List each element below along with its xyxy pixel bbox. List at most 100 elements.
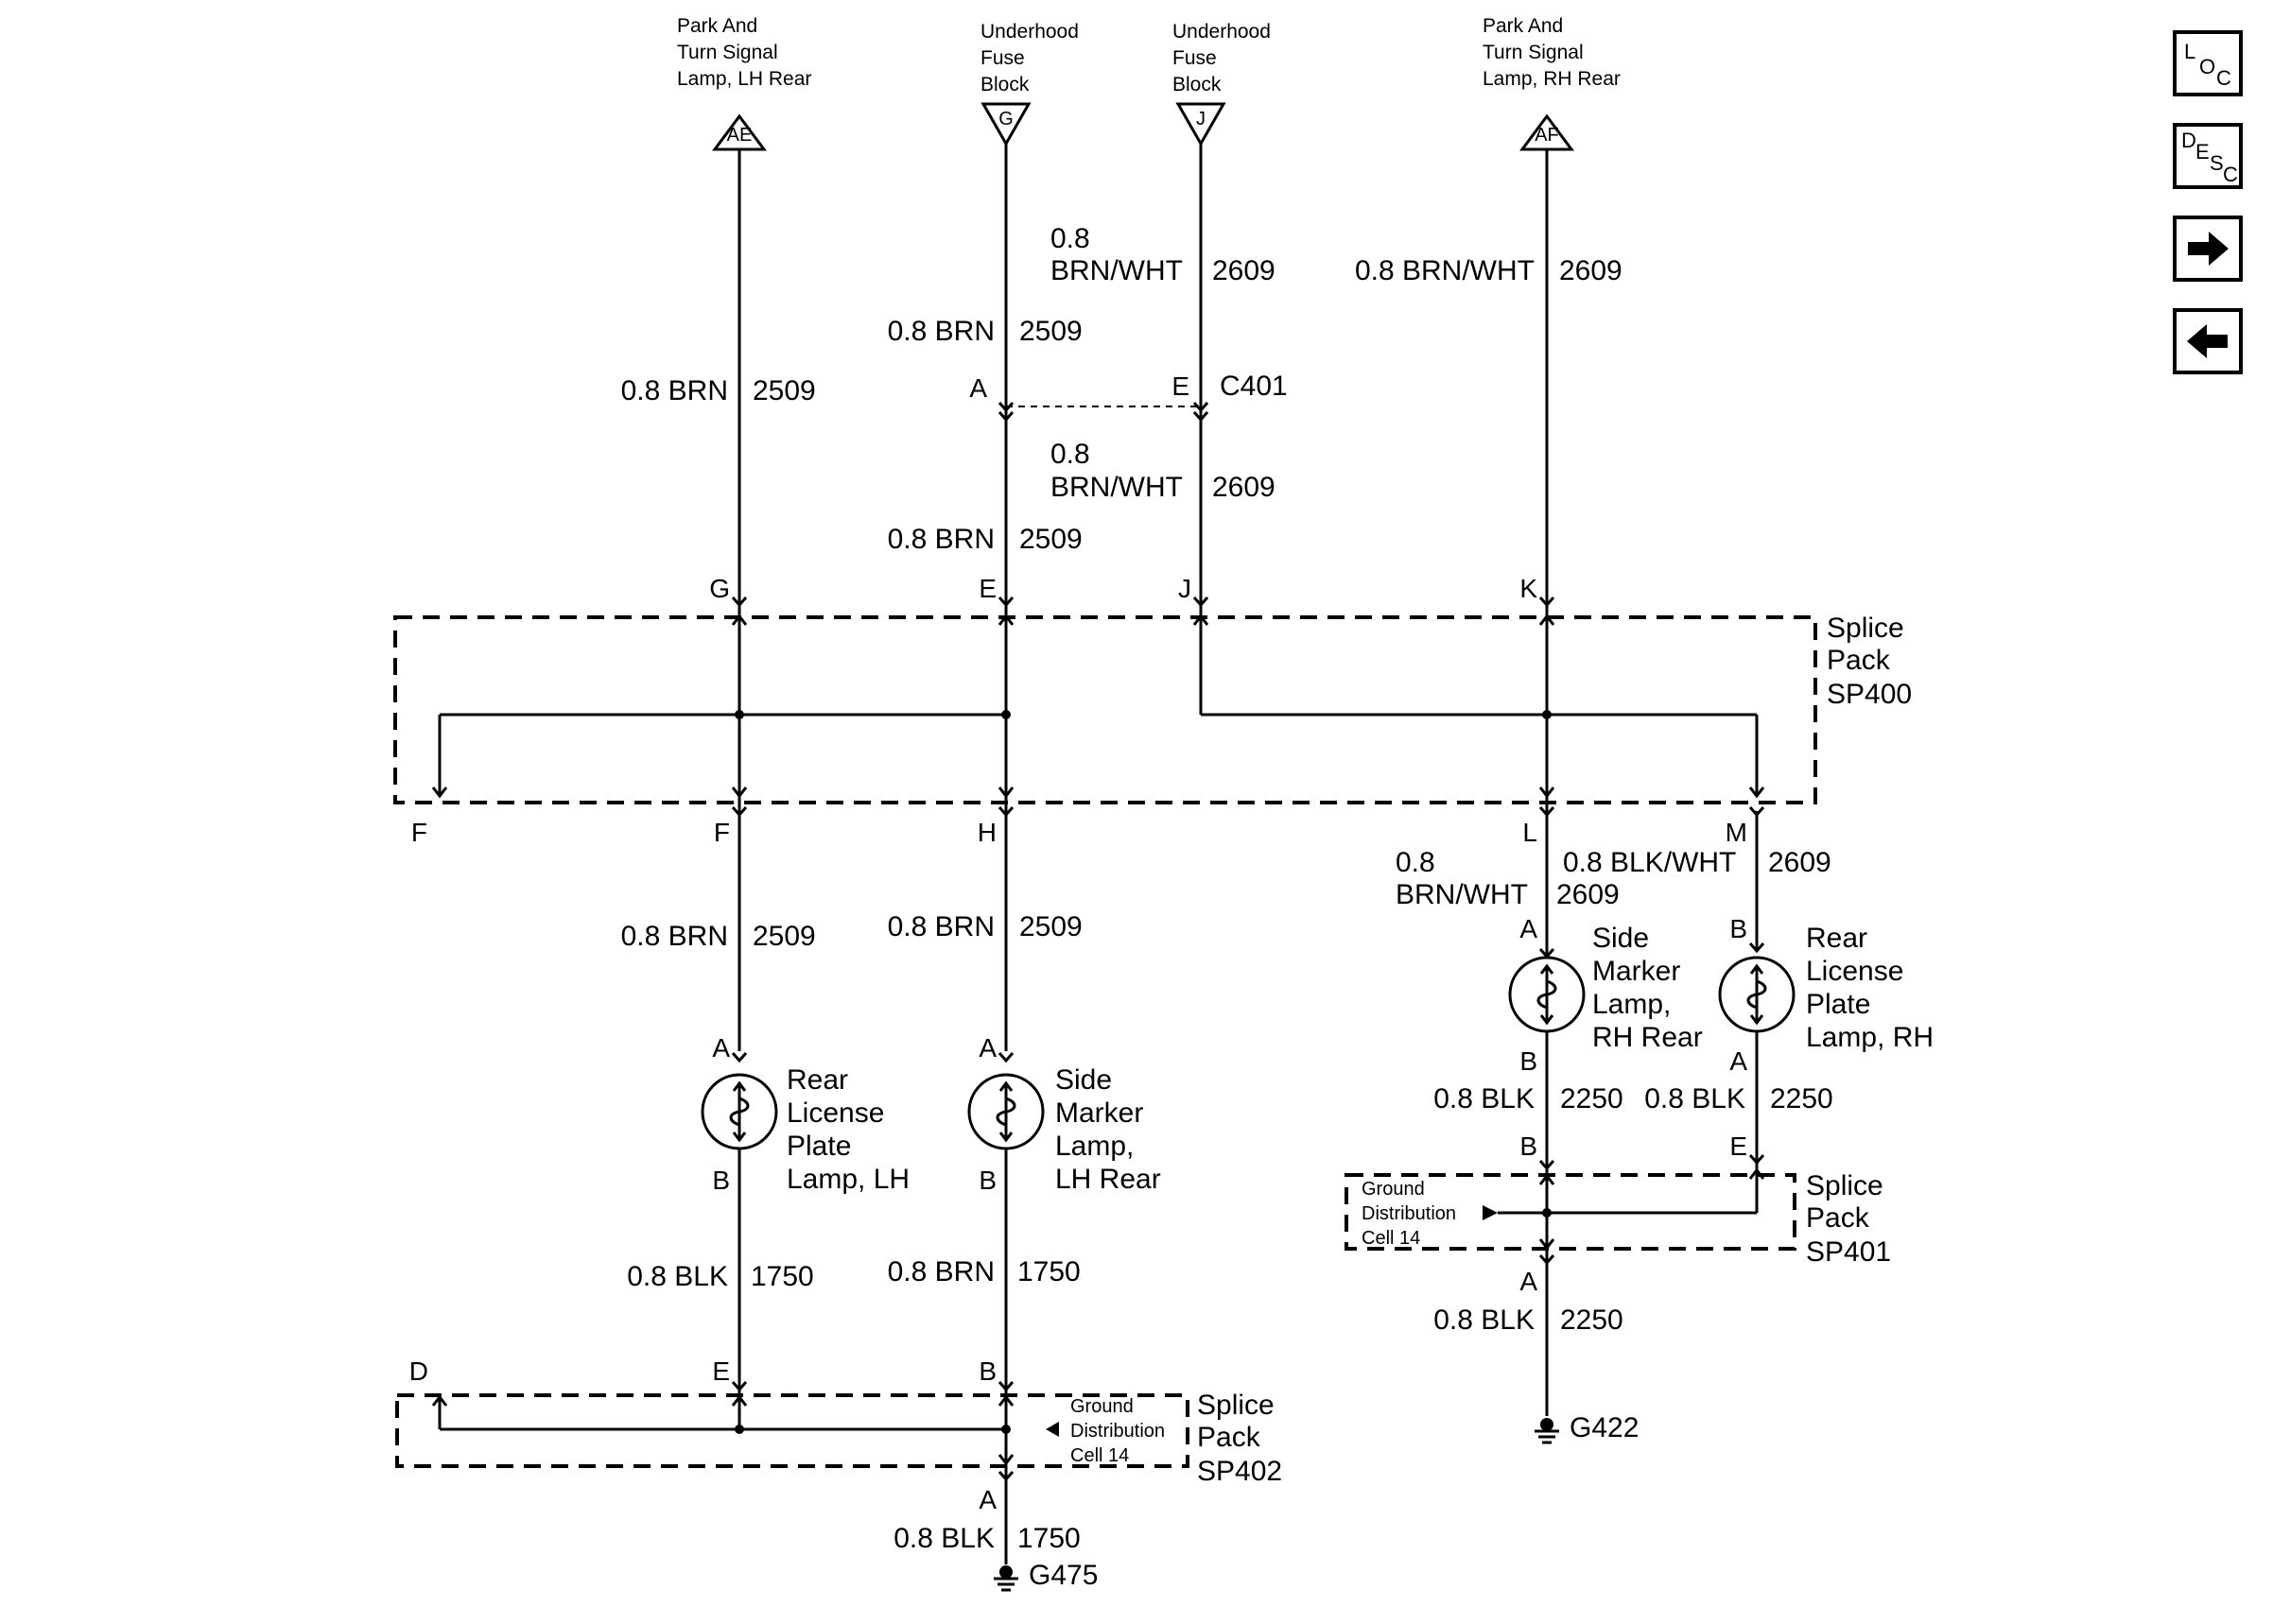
wire-j-top-gauge: 0.8: [1050, 223, 1090, 254]
terminal-j-letter: J: [1196, 109, 1206, 130]
wire-rh-plate-ground-circuit: 2250: [1770, 1083, 1833, 1114]
ground-symbol-g422: [1533, 1416, 1561, 1444]
lamp-rh-plate-pin-b: B: [1729, 914, 1747, 943]
wire-rh-marker-gauge: 0.8: [1396, 847, 1435, 878]
sp400-pin-g: G: [709, 574, 730, 603]
lamp-lh-marker-label-4: LH Rear: [1055, 1164, 1161, 1195]
lamp-side-marker-rh: [1508, 956, 1586, 1033]
lamp-rh-marker-label-4: RH Rear: [1592, 1022, 1703, 1053]
sp400-pin-m: M: [1726, 818, 1747, 847]
sp400-pin-e: E: [979, 574, 997, 603]
lamp-rh-plate-label-3: Plate: [1806, 989, 1870, 1020]
c401-pin-a: A: [969, 373, 987, 403]
wire-j-top-color: BRN/WHT: [1050, 255, 1183, 286]
lamp-rh-marker-pin-a: A: [1519, 914, 1537, 943]
terminal-triangle-j: J: [1175, 102, 1226, 147]
lamp-rear-license-rh: [1718, 956, 1796, 1033]
source-af-line2: Turn Signal: [1483, 42, 1584, 63]
sp401-label-line1: Splice: [1806, 1170, 1883, 1201]
lamp-lh-marker-pin-a: A: [979, 1033, 997, 1063]
loc-letter-l: L: [2184, 40, 2196, 63]
lamp-rear-license-lh: [701, 1073, 778, 1150]
wire-g-mid-color: 0.8 BRN: [888, 524, 995, 555]
ground-g475-label: G475: [1029, 1560, 1098, 1591]
terminal-triangle-g: G: [980, 102, 1032, 147]
wire-g422-color: 0.8 BLK: [1433, 1304, 1535, 1336]
lamp-rh-plate-label-2: License: [1806, 956, 1903, 987]
source-g-line2: Fuse: [980, 47, 1025, 69]
lamp-rh-marker-label-1: Side: [1592, 923, 1649, 954]
c401-pin-e: E: [1171, 371, 1189, 401]
sp402-label-line3: SP402: [1197, 1456, 1282, 1487]
lamp-rh-marker-pin-b: B: [1519, 1046, 1537, 1076]
wire-rh-marker-ground-color: 0.8 BLK: [1433, 1083, 1535, 1114]
sp400-pin-l: L: [1522, 818, 1537, 847]
wire-g-top-circuit: 2509: [1019, 316, 1083, 347]
terminal-g-letter: G: [998, 109, 1014, 130]
wire-lh-marker-ground-circuit: 1750: [1017, 1256, 1081, 1287]
sp401-pin-a: A: [1519, 1267, 1537, 1296]
wire-labels: 0.8 BRN 2509 0.8 BRN 2509 0.8 BRN/WHT 26…: [409, 223, 1934, 1591]
lamp-rh-plate-label-1: Rear: [1806, 923, 1867, 954]
source-af-line3: Lamp, RH Rear: [1483, 68, 1621, 90]
lamp-rh-plate-pin-a: A: [1729, 1046, 1747, 1076]
sp400-pin-k: K: [1519, 574, 1537, 603]
wires: [438, 144, 1759, 1564]
terminal-triangle-af: AF: [1519, 113, 1574, 151]
wire-lh-plate-circuit: 2509: [753, 921, 816, 952]
sp400-label-line2: Pack: [1827, 645, 1891, 676]
desc-letter-e: E: [2195, 140, 2210, 164]
ground-symbol-g475: [992, 1564, 1020, 1592]
sp401-gd-line2: Distribution: [1362, 1203, 1456, 1224]
wire-lh-marker-ground-color: 0.8 BRN: [888, 1256, 995, 1287]
sp402-pin-d: D: [409, 1356, 428, 1386]
source-j-line1: Underhood: [1172, 21, 1271, 43]
back-button[interactable]: [2173, 308, 2243, 374]
junction-dots: [735, 710, 1552, 1434]
lamp-lh-marker-label-3: Lamp,: [1055, 1131, 1134, 1162]
lamp-lh-plate-label-2: License: [787, 1097, 884, 1129]
lamp-lh-marker-label-1: Side: [1055, 1064, 1112, 1096]
lamp-lh-plate-pin-b: B: [712, 1166, 730, 1195]
sp402-gd-line1: Ground: [1070, 1396, 1134, 1417]
terminal-triangle-ae: AE: [712, 113, 767, 151]
wire-lh-plate-ground-color: 0.8 BLK: [627, 1261, 728, 1292]
wire-rh-marker-ground-circuit: 2250: [1560, 1083, 1623, 1114]
description-button[interactable]: D E S C: [2173, 123, 2243, 189]
wire-rh-plate-ground-color: 0.8 BLK: [1644, 1083, 1745, 1114]
lamp-lh-marker-pin-b: B: [979, 1166, 997, 1195]
wire-j-top-circuit: 2609: [1212, 255, 1275, 286]
wire-ae-top-circuit: 2509: [753, 375, 816, 406]
wire-j-mid-color: BRN/WHT: [1050, 472, 1183, 503]
wire-af-top-circuit: 2609: [1559, 255, 1622, 286]
sp402-pin-b: B: [979, 1356, 997, 1386]
sp400-pin-h: H: [978, 818, 997, 847]
wire-rh-plate-color: 0.8 BLK/WHT: [1563, 847, 1736, 878]
forward-button[interactable]: [2173, 216, 2243, 282]
arrow-right-icon: [2188, 232, 2229, 266]
lamp-rh-marker-label-2: Marker: [1592, 956, 1680, 987]
sp401-gd-line1: Ground: [1362, 1179, 1425, 1200]
wire-lh-marker-circuit: 2509: [1019, 911, 1083, 942]
desc-letter-d: D: [2181, 129, 2196, 152]
sp400-pin-j: J: [1178, 574, 1191, 603]
location-button[interactable]: L O C: [2173, 30, 2243, 96]
source-g-line1: Underhood: [980, 21, 1079, 43]
splice-pack-sp400-box: [393, 615, 1817, 804]
arrow-left-icon: [2187, 324, 2228, 358]
sp401-pin-e: E: [1729, 1132, 1747, 1161]
source-label-underhood-fuse-g: Underhood Fuse Block: [980, 21, 1079, 95]
ground-distribution-pointer-sp402: [1046, 1422, 1059, 1437]
sp402-gd-line3: Cell 14: [1070, 1445, 1129, 1466]
source-label-park-turn-rh: Park And Turn Signal Lamp, RH Rear: [1483, 15, 1621, 90]
lamp-lh-plate-pin-a: A: [712, 1033, 730, 1063]
desc-letter-c: C: [2223, 163, 2238, 186]
sp400-pin-f-left: F: [411, 818, 427, 847]
ground-distribution-pointer-sp401: [1483, 1205, 1498, 1220]
lamp-side-marker-lh: [967, 1073, 1045, 1150]
wire-j-mid-circuit: 2609: [1212, 472, 1275, 503]
wire-lh-plate-ground-circuit: 1750: [751, 1261, 814, 1292]
lamp-rh-plate-label-4: Lamp, RH: [1806, 1022, 1934, 1053]
sp400-label-line3: SP400: [1827, 679, 1912, 710]
lamp-rh-marker-label-3: Lamp,: [1592, 989, 1671, 1020]
